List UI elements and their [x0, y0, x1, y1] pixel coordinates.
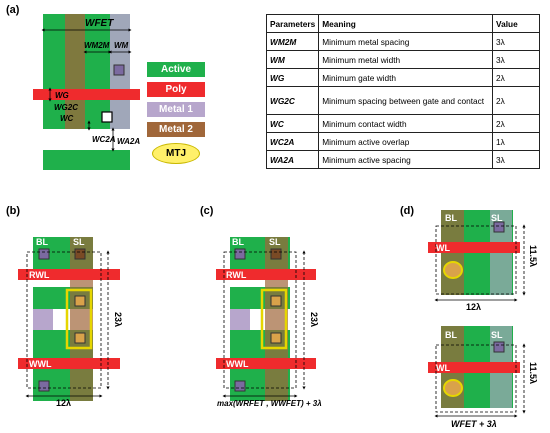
poly-gate — [216, 358, 316, 369]
value-cell: 2λ — [492, 86, 540, 115]
width-label: 12λ — [56, 398, 71, 408]
panel-d-top-layout: BL SL WL 11.5λ 12λ — [428, 210, 538, 312]
param-cell: WC — [265, 114, 320, 133]
sl-label: SL — [73, 237, 85, 247]
width-label: max(WRFET , WWFET) + 3λ — [217, 399, 322, 408]
panel-label-b: (b) — [6, 205, 21, 217]
mtj — [443, 261, 463, 279]
rwl-label: RWL — [226, 270, 247, 280]
bl-label: BL — [445, 213, 457, 223]
label-wg2c: WG2C — [54, 103, 78, 112]
wwl-label: WWL — [226, 359, 249, 369]
panel-label-c: (c) — [200, 205, 214, 217]
contact — [270, 248, 282, 260]
active-region — [43, 150, 130, 170]
legend-metal1: Metal 1 — [147, 102, 205, 117]
poly-gate — [216, 269, 316, 280]
cell-boundary — [435, 225, 517, 295]
bl-label: BL — [36, 237, 48, 247]
metal1-line — [33, 309, 53, 330]
height-label: 23λ — [309, 312, 319, 327]
design-rule-table: Parameters Meaning Value WM2M Minimum me… — [265, 14, 540, 169]
width-label: WFET + 3λ — [451, 419, 497, 429]
poly-gate — [428, 242, 520, 253]
legend-metal2: Metal 2 — [147, 122, 205, 137]
contact — [113, 64, 125, 76]
contact — [74, 248, 86, 260]
poly-gate — [428, 362, 520, 373]
label-wfet: WFET — [85, 18, 114, 29]
panel-label-a: (a) — [6, 4, 20, 16]
label-wc: WC — [60, 114, 74, 123]
contact — [493, 221, 505, 233]
wl-label: WL — [436, 363, 450, 373]
table-header-row: Parameters Meaning Value — [265, 14, 540, 33]
wwl-label: WWL — [29, 359, 52, 369]
panel-label-d: (d) — [400, 205, 415, 217]
metal2-line — [65, 14, 85, 129]
contact — [270, 332, 282, 344]
contact — [74, 332, 86, 344]
value-cell: 2λ — [492, 68, 540, 87]
label-wc2a: WC2A — [92, 135, 116, 144]
sl-label: SL — [269, 237, 281, 247]
value-cell: 3λ — [492, 150, 540, 169]
table-row: WC2A Minimum active overlap 1λ — [265, 132, 540, 151]
table-row: WM Minimum metal width 3λ — [265, 50, 540, 69]
bl-label: BL — [232, 237, 244, 247]
contact — [101, 111, 113, 123]
label-wm2m: WM2M — [84, 41, 110, 50]
sl-label: SL — [491, 213, 503, 223]
label-wm: WM — [114, 41, 129, 50]
wl-label: WL — [436, 243, 450, 253]
panel-d-bottom-layout: BL SL WL 11.5λ WFET + 3λ — [428, 326, 538, 429]
contact — [38, 380, 50, 392]
legend-active: Active — [147, 62, 205, 77]
cell-boundary — [223, 251, 297, 389]
param-cell: WA2A — [265, 150, 320, 169]
legend-poly: Poly — [147, 82, 205, 97]
bl-label: BL — [445, 330, 457, 340]
panel-a-layout: WFET WM2M WM WG WG2C WC WC2A WA2A — [33, 14, 140, 170]
metal1-line — [230, 309, 250, 330]
contact — [74, 295, 86, 307]
metal2-line — [265, 237, 288, 401]
contact — [234, 380, 246, 392]
panel-c-layout: BL SL RWL WWL 23λ max(WRFET , WWFET) + 3… — [216, 237, 322, 408]
cell-boundary — [26, 251, 102, 389]
contact — [270, 295, 282, 307]
cell-boundary — [435, 344, 517, 413]
value-cell: 3λ — [492, 50, 540, 69]
mtj — [443, 379, 463, 397]
width-label: 12λ — [466, 302, 481, 312]
poly-gate — [18, 269, 120, 280]
height-label: 11.5λ — [528, 245, 538, 267]
contact — [38, 248, 50, 260]
label-wg: WG — [55, 91, 69, 100]
contact — [234, 248, 246, 260]
label-wa2a: WA2A — [117, 137, 140, 146]
height-label: 11.5λ — [528, 362, 538, 384]
poly-gate — [18, 358, 120, 369]
contact — [493, 341, 505, 353]
mtj — [65, 288, 93, 350]
mtj — [260, 288, 288, 350]
rwl-label: RWL — [29, 270, 50, 280]
metal2-line — [70, 237, 93, 401]
table-row: WG2C Minimum spacing between gate and co… — [265, 86, 540, 115]
legend-mtj: MTJ — [152, 143, 200, 164]
table-row: WA2A Minimum active spacing 3λ — [265, 150, 540, 169]
sl-label: SL — [491, 330, 503, 340]
panel-b-layout: BL SL RWL WWL 23λ 12λ — [18, 237, 123, 408]
poly-gate — [33, 89, 140, 100]
height-label: 23λ — [113, 312, 123, 327]
